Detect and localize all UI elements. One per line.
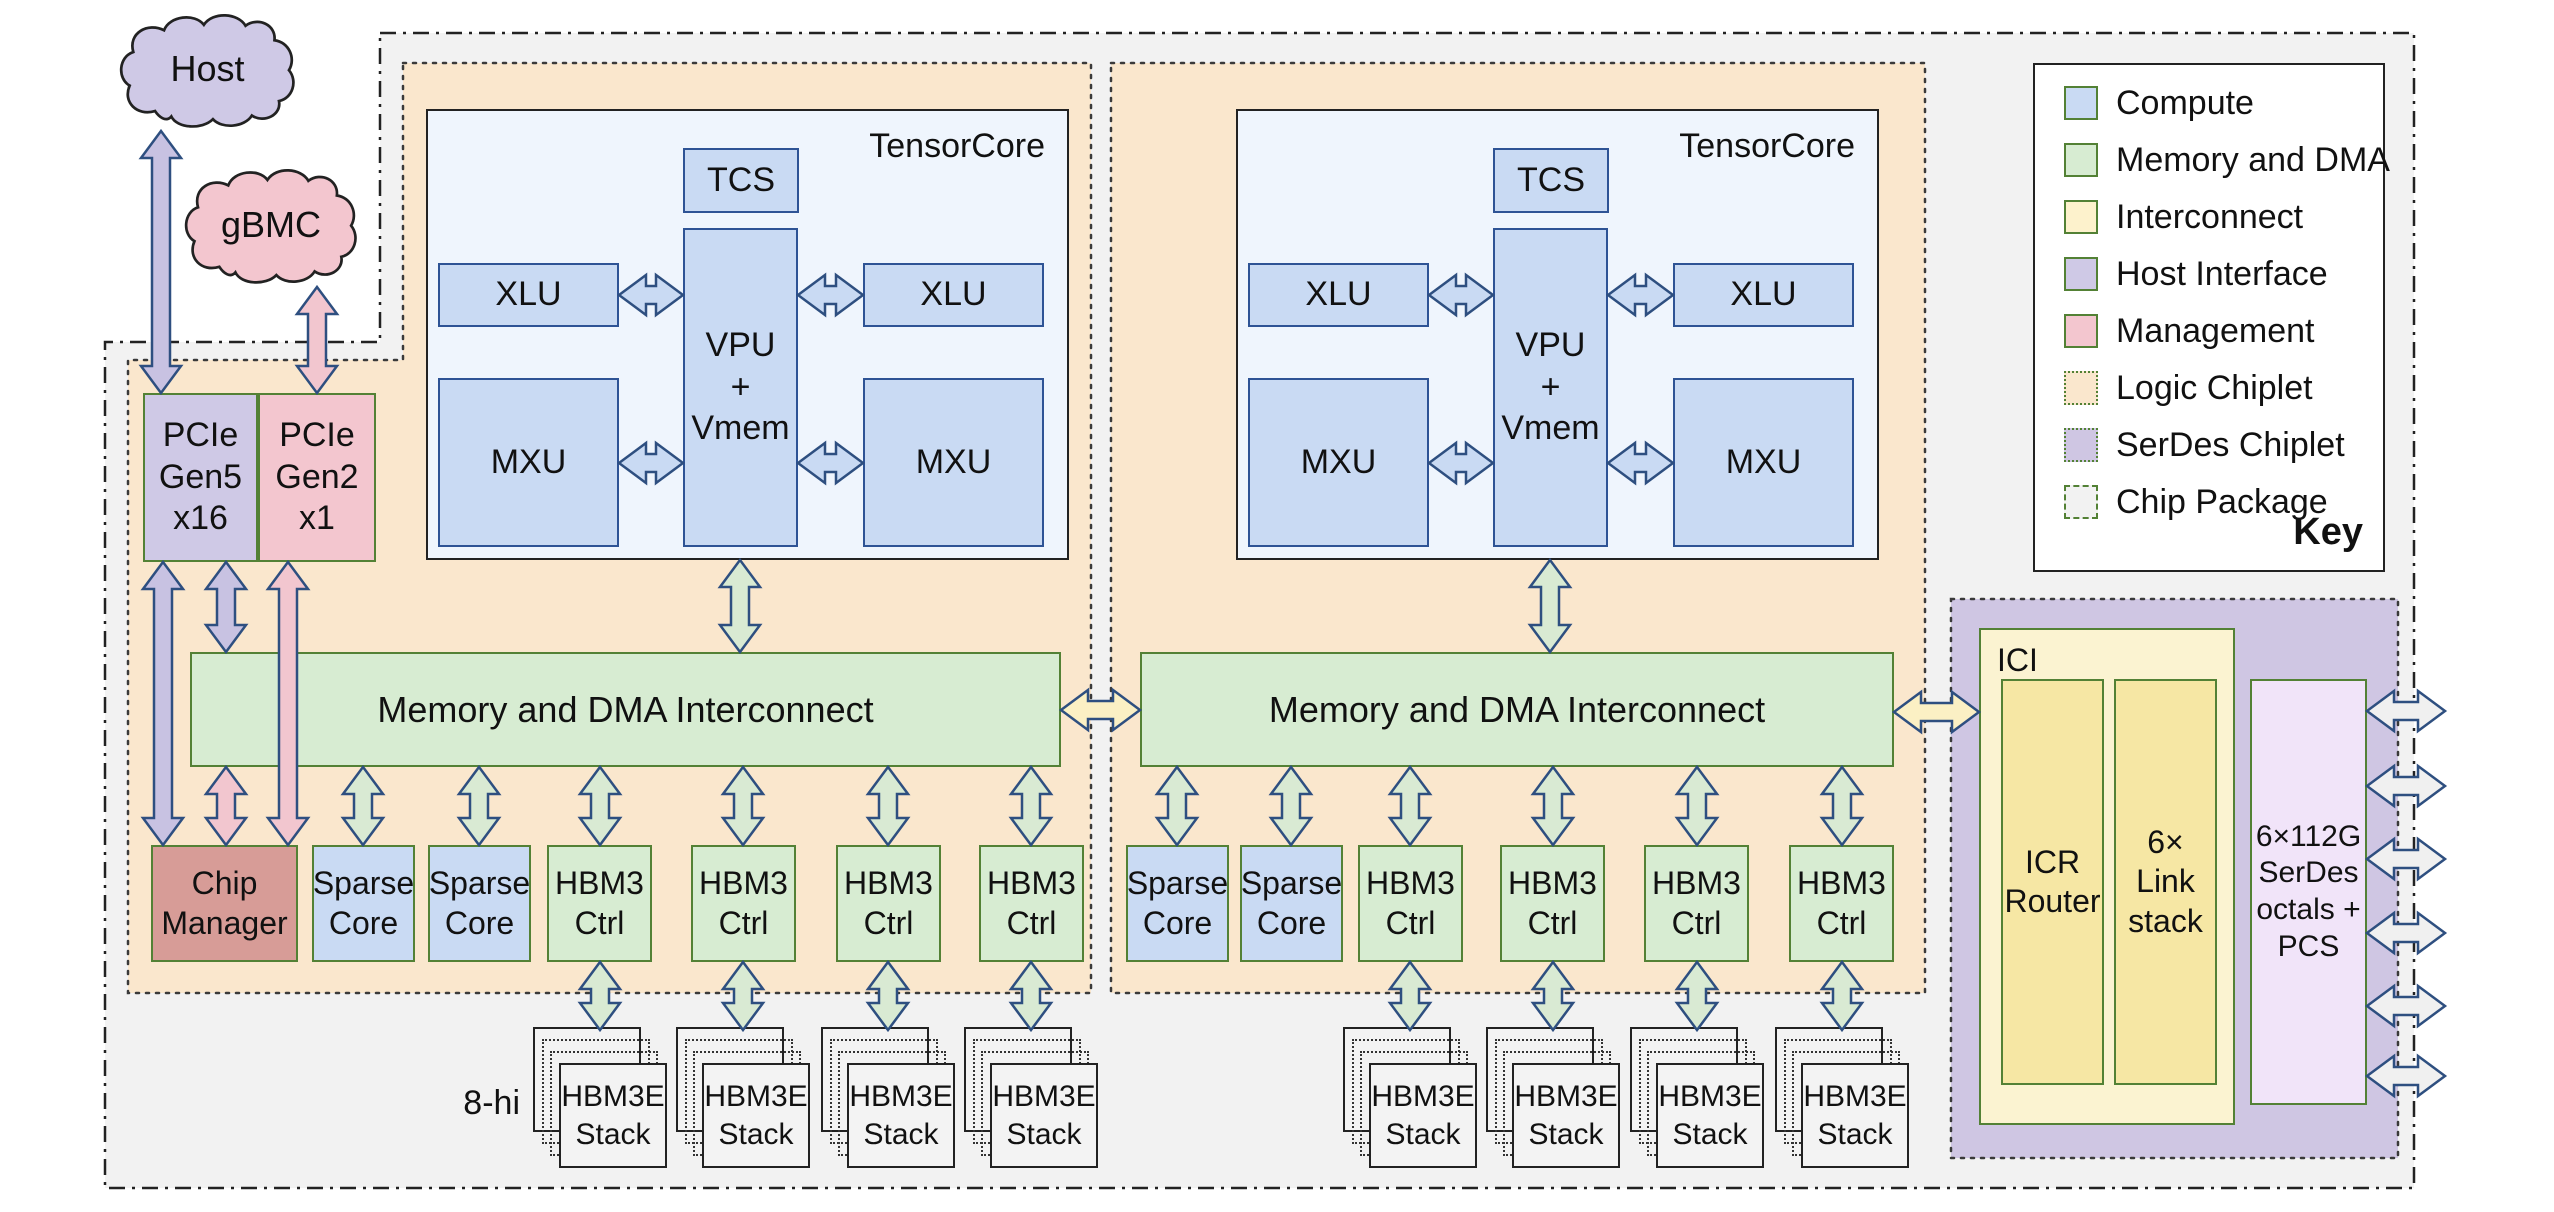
hbm3-ctrl: HBM3 Ctrl: [1358, 845, 1463, 962]
key-item-host-interface: Host Interface: [2064, 256, 2328, 292]
mxu-left-b: MXU: [863, 378, 1044, 547]
key-item-label: Interconnect: [2116, 198, 2304, 236]
serdes-octals-pcs: 6×112G SerDes octals + PCS: [2250, 679, 2367, 1105]
hbm3-ctrl: HBM3 Ctrl: [547, 845, 652, 962]
hbm3-ctrl: HBM3 Ctrl: [1789, 845, 1894, 962]
hbm3-ctrl: HBM3 Ctrl: [1644, 845, 1749, 962]
xlu-left-b: XLU: [863, 263, 1044, 327]
hbm3e-stack-front: HBM3E Stack: [847, 1063, 955, 1168]
key-item-label: Logic Chiplet: [2116, 369, 2313, 407]
sparse-core: Sparse Core: [312, 845, 415, 962]
hbm3e-stack: HBM3E Stack: [1630, 1027, 1764, 1168]
xlu-right-b: XLU: [1673, 263, 1854, 327]
tcs-right: TCS: [1493, 148, 1609, 213]
hbm3-ctrl: HBM3 Ctrl: [691, 845, 796, 962]
xlu-right-a: XLU: [1248, 263, 1429, 327]
key-item-memory-and-dma: Memory and DMA: [2064, 142, 2390, 178]
key-swatch: [2064, 485, 2098, 519]
key-item-logic-chiplet: Logic Chiplet: [2064, 370, 2313, 406]
key-swatch: [2064, 428, 2098, 462]
tcs-left: TCS: [683, 148, 799, 213]
tensorcore-label: TensorCore: [869, 127, 1045, 165]
vpu-vmem-right: VPU + Vmem: [1493, 228, 1608, 547]
hbm3e-stack-front: HBM3E Stack: [559, 1063, 667, 1168]
key-item-compute: Compute: [2064, 85, 2254, 121]
key-item-management: Management: [2064, 313, 2314, 349]
sparse-core: Sparse Core: [428, 845, 531, 962]
memory-dma-interconnect-right: Memory and DMA Interconnect: [1140, 652, 1894, 767]
key-item-chip-package: Chip Package: [2064, 484, 2328, 520]
tensorcore-label: TensorCore: [1679, 127, 1855, 165]
key-item-label: Host Interface: [2116, 255, 2328, 293]
sparse-core: Sparse Core: [1126, 845, 1229, 962]
key-item-label: SerDes Chiplet: [2116, 426, 2345, 464]
hbm3e-stack: HBM3E Stack: [1775, 1027, 1909, 1168]
stack-height-label: 8-hi: [463, 1084, 520, 1122]
hbm3e-stack-front: HBM3E Stack: [702, 1063, 810, 1168]
key-swatch: [2064, 143, 2098, 177]
key-item-label: Memory and DMA: [2116, 141, 2390, 179]
vpu-vmem-left: VPU + Vmem: [683, 228, 798, 547]
mxu-right-a: MXU: [1248, 378, 1429, 547]
key-swatch: [2064, 257, 2098, 291]
key-item-interconnect: Interconnect: [2064, 199, 2303, 235]
key-swatch: [2064, 200, 2098, 234]
link-stack: 6× Link stack: [2114, 679, 2217, 1085]
gbmc-cloud-label: gBMC: [220, 203, 322, 245]
sparse-core: Sparse Core: [1240, 845, 1343, 962]
hbm3e-stack-front: HBM3E Stack: [1512, 1063, 1620, 1168]
memory-dma-interconnect-left: Memory and DMA Interconnect: [190, 652, 1061, 767]
ici-label: ICI: [1997, 642, 2038, 678]
hbm3e-stack: HBM3E Stack: [676, 1027, 810, 1168]
pcie-gen5-x16: PCIe Gen5 x16: [143, 393, 258, 562]
hbm3e-stack-front: HBM3E Stack: [1656, 1063, 1764, 1168]
key-title: Key: [2293, 511, 2363, 553]
hbm3e-stack: HBM3E Stack: [533, 1027, 667, 1168]
key-item-label: Management: [2116, 312, 2315, 350]
hbm3e-stack: HBM3E Stack: [1343, 1027, 1477, 1168]
host-cloud-label: Host: [170, 48, 245, 89]
icr-router: ICR Router: [2001, 679, 2104, 1085]
hbm3-ctrl: HBM3 Ctrl: [836, 845, 941, 962]
key-swatch: [2064, 86, 2098, 120]
xlu-left-a: XLU: [438, 263, 619, 327]
hbm3-ctrl: HBM3 Ctrl: [1500, 845, 1605, 962]
hbm3e-stack: HBM3E Stack: [821, 1027, 955, 1168]
key-item-label: Chip Package: [2116, 483, 2328, 521]
mxu-right-b: MXU: [1673, 378, 1854, 547]
pcie-gen2-x1: PCIe Gen2 x1: [258, 393, 376, 562]
hbm3e-stack: HBM3E Stack: [964, 1027, 1098, 1168]
key-item-serdes-chiplet: SerDes Chiplet: [2064, 427, 2345, 463]
hbm3e-stack-front: HBM3E Stack: [990, 1063, 1098, 1168]
key-item-label: Compute: [2116, 84, 2254, 122]
chip-manager: Chip Manager: [151, 845, 298, 962]
hbm3e-stack: HBM3E Stack: [1486, 1027, 1620, 1168]
hbm3e-stack-front: HBM3E Stack: [1801, 1063, 1909, 1168]
hbm3e-stack-front: HBM3E Stack: [1369, 1063, 1477, 1168]
key-swatch: [2064, 371, 2098, 405]
hbm3-ctrl: HBM3 Ctrl: [979, 845, 1084, 962]
key-swatch: [2064, 314, 2098, 348]
mxu-left-a: MXU: [438, 378, 619, 547]
